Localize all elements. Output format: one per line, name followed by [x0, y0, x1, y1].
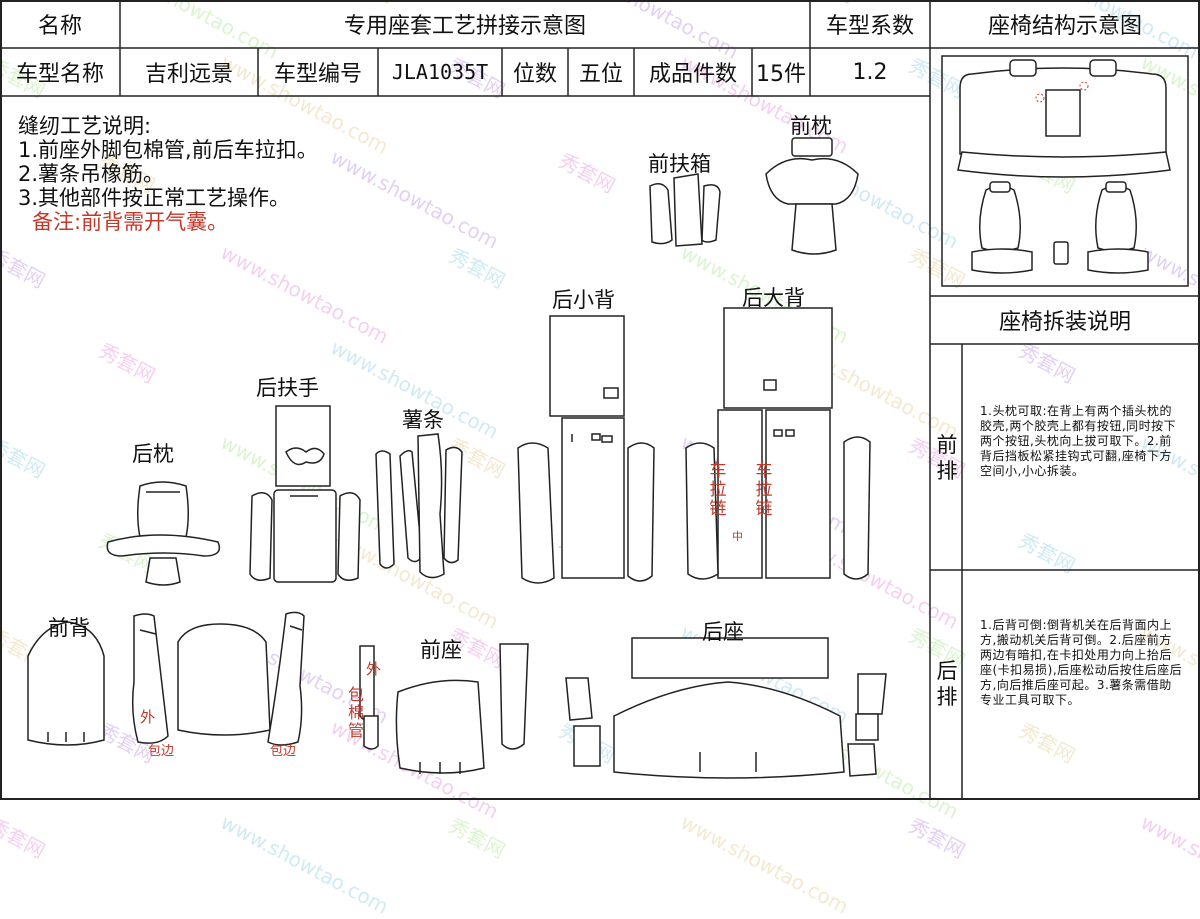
- piece-front-back-side-right: [267, 611, 305, 746]
- piece-rear-armrest-front: [273, 489, 337, 583]
- piece-front-back-main: [27, 621, 105, 746]
- piece-front-seat-side: [499, 643, 529, 750]
- annotation-outer-right: 外: [366, 660, 382, 678]
- annotation-tube: 包棉管: [347, 685, 364, 740]
- label-rear-seat: 后座: [702, 620, 744, 644]
- rear-row-label-text: 后排: [936, 659, 958, 709]
- table-grid: [0, 0, 1200, 800]
- structure-title: 座椅结构示意图: [987, 14, 1142, 39]
- piece-front-armrest-box-right: [701, 184, 721, 243]
- piece-rear-seat-top: [631, 637, 829, 679]
- disassembly-title: 座椅拆装说明: [998, 310, 1131, 335]
- front-row-label: 前排: [932, 432, 962, 484]
- front-seat-right: [1095, 185, 1137, 252]
- sewing-notes: 缝纫工艺说明: 1.前座外脚包棉管,前后车拉扣。 2.薯条吊橡筋。 3.其他部件…: [18, 114, 318, 234]
- piece-rear-big-back-side-left: [685, 442, 719, 580]
- label-front-seat: 前座: [420, 638, 462, 662]
- label-rear-big-back: 后大背: [742, 286, 805, 310]
- seat-structure-diagram: [957, 59, 1171, 274]
- piece-rear-seat-side-right-1: [857, 673, 887, 715]
- label-strip: 薯条: [402, 408, 444, 432]
- piece-front-back-inner: [177, 623, 271, 736]
- model-name-value: 吉利远景: [144, 62, 233, 87]
- rear-row-instructions: 1.后背可倒:倒背机关在后背面内上方,搬动机关后背可倒。2.后座前方两边有暗扣,…: [980, 618, 1183, 707]
- piece-rear-big-back-left: [717, 409, 763, 579]
- piece-rear-armrest-slot: [285, 447, 325, 466]
- piece-front-back-side-left: [131, 613, 169, 744]
- piece-front-headrest-back: [791, 203, 837, 255]
- annotation-hem-left: 包边: [148, 744, 175, 759]
- piece-rear-big-back-slot: [763, 379, 777, 391]
- piece-rear-seat-main: [613, 681, 845, 779]
- front-row-label-text: 前排: [936, 433, 958, 483]
- front-row-instructions: 1.头枕可取:在背上有两个插头枕的胶壳,两个胶壳上都有按钮,同时按下两个按钮,头…: [980, 404, 1177, 478]
- piece-rear-seat-side-left-2: [573, 725, 601, 767]
- piece-rear-big-back-side-right: [843, 436, 871, 580]
- label-front-headrest: 前枕: [790, 114, 832, 138]
- notes-remark: 备注:前背需开气囊。: [32, 210, 229, 234]
- page-title: 专用座套工艺拼接示意图: [343, 14, 586, 39]
- seats-label: 位数: [512, 62, 557, 87]
- notes-item: 2.薯条吊橡筋。: [18, 162, 165, 186]
- notes-item: 3.其他部件按正常工艺操作。: [18, 186, 291, 210]
- annotation-outer-left: 外: [140, 708, 156, 726]
- piece-rear-small-back-top: [549, 315, 625, 417]
- piece-front-headrest-top: [791, 137, 833, 157]
- rear-bench-seat: [957, 151, 1171, 178]
- seats-value: 五位: [578, 62, 623, 87]
- piece-rear-small-back-side-right: [627, 442, 655, 582]
- pieces-label: 成品件数: [648, 62, 737, 87]
- piece-rear-headrest-front: [137, 481, 189, 551]
- piece-front-armrest-box-left: [649, 183, 673, 245]
- watermark: 秀套网: [444, 813, 509, 863]
- piece-strip-left: [375, 450, 395, 569]
- piece-rear-small-back-side-left: [517, 442, 555, 584]
- watermark: 秀套网: [904, 813, 969, 863]
- annotation-middle: 中: [732, 530, 743, 543]
- annotation-zipper-left: 车拉链: [709, 461, 727, 519]
- coef-label: 车型系数: [825, 14, 914, 39]
- piece-rear-armrest-side-left: [249, 492, 273, 581]
- piece-rear-seat-side-right-2: [855, 713, 879, 741]
- piece-rear-headrest-band: [106, 534, 221, 557]
- piece-front-headrest-front: [765, 157, 859, 205]
- piece-rear-seat-side-right-3: [847, 743, 877, 777]
- label-rear-armrest: 后扶手: [256, 376, 319, 400]
- label-front-back: 前背: [48, 616, 90, 640]
- watermark: 秀套网: [0, 813, 50, 863]
- model-code-label: 车型编号: [273, 62, 362, 87]
- piece-rear-small-back-slot: [603, 387, 619, 399]
- rear-row-label: 后排: [932, 658, 962, 710]
- notes-heading: 缝纫工艺说明:: [18, 114, 152, 138]
- pieces-value: 15件: [756, 62, 806, 87]
- annotation-hem-right: 包边: [270, 744, 297, 759]
- piece-front-seat-front: [395, 679, 485, 774]
- label-rear-headrest: 后枕: [132, 442, 174, 466]
- label-rear-small-back: 后小背: [552, 288, 615, 312]
- model-code-value: JLA1035T: [391, 60, 489, 84]
- piece-rear-headrest-bottom: [145, 557, 181, 586]
- piece-rear-seat-side-left-1: [565, 677, 593, 721]
- notes-item: 1.前座外脚包棉管,前后车拉扣。: [18, 138, 318, 162]
- watermark: www.showtao.com: [676, 810, 853, 919]
- label-front-armrest-box: 前扶箱: [648, 152, 711, 176]
- piece-rear-big-back-right: [765, 409, 831, 579]
- watermark: www.showtao.com: [216, 810, 393, 919]
- watermark: www.showtao.com: [1136, 810, 1200, 919]
- piece-strip-right: [443, 446, 463, 564]
- piece-rear-big-back-top: [723, 307, 833, 409]
- front-seat-left: [979, 185, 1021, 252]
- piece-strip-main: [417, 433, 445, 579]
- piece-rear-armrest-top: [275, 405, 331, 487]
- pattern-pieces: [27, 137, 887, 779]
- model-name-label: 车型名称: [15, 62, 104, 87]
- armrest-box: [1053, 241, 1069, 265]
- name-label: 名称: [37, 14, 82, 39]
- piece-rear-small-back-main: [561, 417, 625, 579]
- piece-rear-armrest-side-right: [337, 492, 361, 581]
- coef-value: 1.2: [852, 59, 888, 85]
- annotation-zipper-right: 车拉链: [755, 461, 773, 519]
- piece-front-armrest-box-center: [673, 173, 703, 247]
